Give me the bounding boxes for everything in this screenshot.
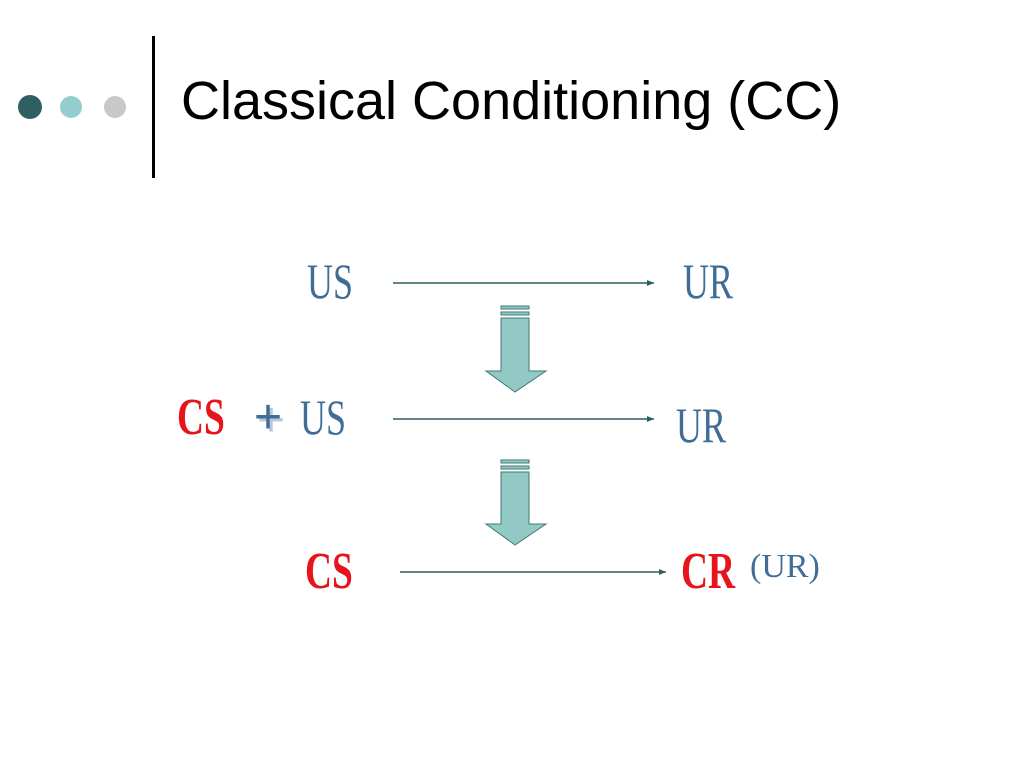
row2-us-label: US <box>300 389 347 445</box>
bullet-dot-light <box>60 96 82 118</box>
row2-ur-label: UR <box>676 397 727 453</box>
title-divider <box>152 36 155 178</box>
bullet-dot-gray <box>104 96 126 118</box>
row3-cr-label: CR <box>681 543 736 600</box>
row1-us-label: US <box>307 253 354 309</box>
row3-ur-note: (UR) <box>750 548 820 585</box>
row3-cs-label: CS <box>305 543 353 600</box>
row2-cs-label: CS <box>177 389 225 446</box>
bullet-dot-dark <box>18 95 42 119</box>
row1-ur-label: UR <box>683 253 734 309</box>
down-arrow-1 <box>484 305 548 393</box>
row2-plus-sign: + <box>254 391 283 444</box>
slide-title: Classical Conditioning (CC) <box>181 71 842 131</box>
down-arrow-2 <box>484 459 548 546</box>
